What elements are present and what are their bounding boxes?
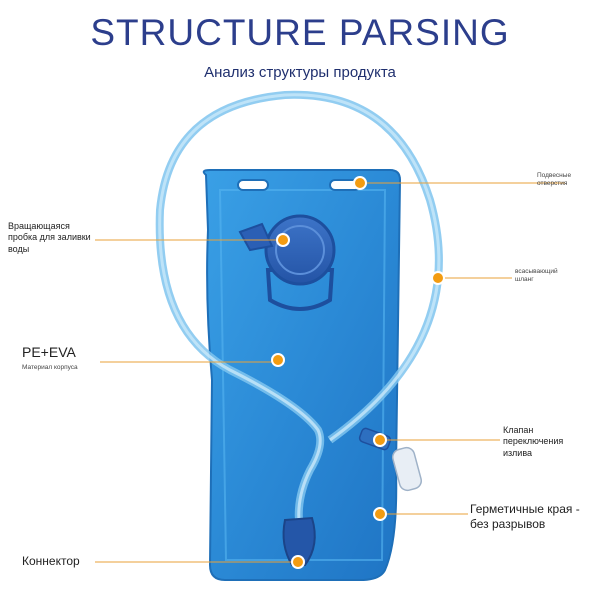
marker-edges xyxy=(373,507,387,521)
label-cap: Вращающаяся пробка для заливки воды xyxy=(8,221,91,254)
page-title: STRUCTURE PARSING xyxy=(90,12,510,53)
label-edges: Герметичные края - без разрывов xyxy=(470,502,580,531)
marker-connector xyxy=(291,555,305,569)
bladder-body xyxy=(202,169,402,581)
label-valve: Клапан переключения излива xyxy=(503,425,564,458)
page-subtitle: Анализ структуры продукта xyxy=(204,64,396,81)
marker-material xyxy=(271,353,285,367)
label-holes: Подвесные отверстия xyxy=(537,172,572,188)
cap-tab xyxy=(238,222,274,252)
hanging-hole-left xyxy=(237,179,269,191)
cap-ring xyxy=(265,268,335,311)
marker-hose xyxy=(431,271,445,285)
connector xyxy=(282,516,316,566)
marker-cap xyxy=(276,233,290,247)
label-hose: всасывающий шланг xyxy=(515,268,558,284)
marker-holes xyxy=(353,176,367,190)
bladder-seal xyxy=(218,189,387,561)
label-material-sub: Материал корпуса xyxy=(22,364,78,371)
label-connector: Коннектор xyxy=(22,554,80,568)
label-material: PE+EVA xyxy=(22,344,76,360)
mouthpiece xyxy=(391,446,423,492)
marker-valve xyxy=(373,433,387,447)
